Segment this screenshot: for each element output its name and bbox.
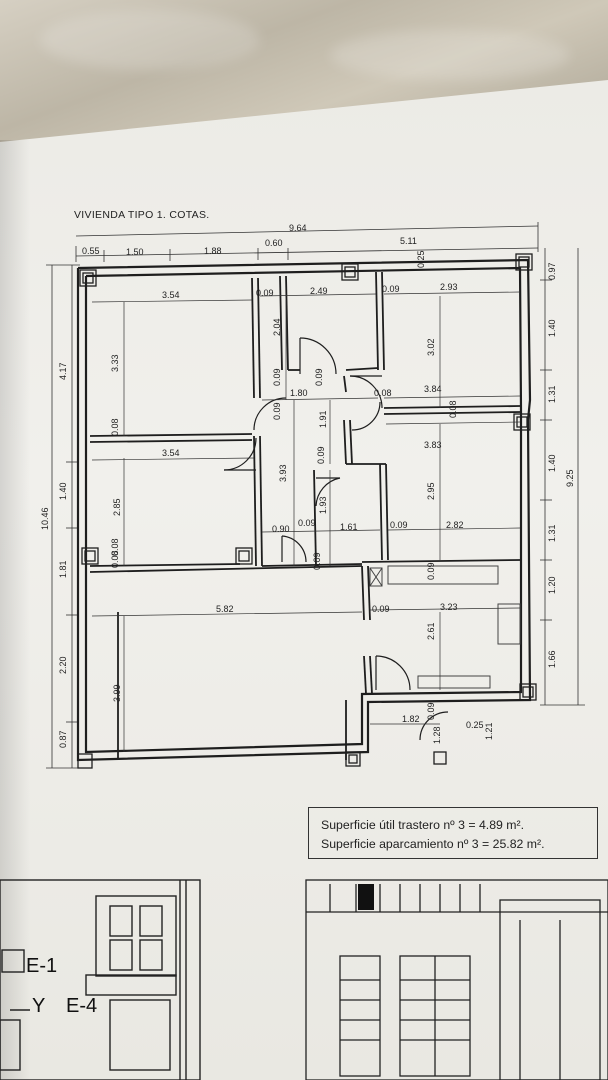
structural-columns xyxy=(77,253,537,769)
note-storage-area: Superficie útil trastero nº 3 = 4.89 m². xyxy=(321,818,525,832)
dim-living-wall: 0.08 xyxy=(110,550,120,568)
dim-misc-128: 1.28 xyxy=(432,726,442,744)
fabric-fold xyxy=(330,30,570,80)
note-parking-area: Superficie aparcamiento nº 3 = 25.82 m². xyxy=(321,837,545,851)
dim-room6b-wall: 0.09 xyxy=(390,520,408,530)
dim-room4-width: 3.54 xyxy=(162,448,180,458)
site-plan-left xyxy=(0,879,201,1080)
dim-living-width: 5.82 xyxy=(216,604,234,614)
dim-room2-width: 2.49 xyxy=(310,286,328,296)
dim-kitchen-width: 3.23 xyxy=(440,602,458,612)
dim-room2-wall: 0.09 xyxy=(382,284,400,294)
dim-hall-width: 1.80 xyxy=(290,388,308,398)
dim-right-5: 1.31 xyxy=(547,524,557,542)
dim-right-inner: 0.25 xyxy=(416,250,426,268)
kitchen-fixtures xyxy=(369,565,521,689)
dim-hall-wall-a: 0.09 xyxy=(272,368,282,386)
door-swings xyxy=(223,337,449,741)
dim-room6b-width: 2.82 xyxy=(446,520,464,530)
surface-notes: Superficie útil trastero nº 3 = 4.89 m².… xyxy=(308,807,598,859)
dim-room2-height: 2.04 xyxy=(272,318,282,336)
dim-top-4: 0.60 xyxy=(265,238,283,248)
dim-left-1: 4.17 xyxy=(58,362,68,380)
site-plan-filled-block xyxy=(358,884,374,910)
left-dimension-lines xyxy=(46,264,80,769)
dim-room6-width: 3.83 xyxy=(424,440,442,450)
dim-room1-height: 3.33 xyxy=(110,354,120,372)
dim-corridor-height: 3.93 xyxy=(278,464,288,482)
right-dimension-lines xyxy=(540,248,585,706)
dim-right-4: 1.40 xyxy=(547,454,557,472)
right-dimension-labels: 0.97 1.40 1.31 1.40 1.31 1.20 1.66 9.25 … xyxy=(416,250,575,668)
label-e4: E-4 xyxy=(66,995,97,1017)
dim-top-1: 0.55 xyxy=(82,246,100,256)
dim-room5-wall: 0.08 xyxy=(448,400,458,418)
dim-living-height: 3.99 xyxy=(112,684,122,702)
dim-bath-height: 1.93 xyxy=(318,496,328,514)
interior-walls xyxy=(89,271,521,760)
dim-kitchen-wall-a: 0.09 xyxy=(426,562,436,580)
dim-left-3: 1.81 xyxy=(58,560,68,578)
dim-right-total: 9.25 xyxy=(565,469,575,487)
floor-plan-paper xyxy=(0,80,608,1080)
plan-title: VIVIENDA TIPO 1. COTAS. xyxy=(74,209,209,221)
dim-room4-wall: 0.08 xyxy=(110,418,120,436)
dim-left-total: 10.46 xyxy=(40,507,50,530)
dim-kitchen-wall-b: 0.09 xyxy=(372,604,390,614)
dim-misc-small: 0.09 xyxy=(272,402,282,420)
dim-room3-height: 3.02 xyxy=(426,338,436,356)
dim-misc-025: 0.25 xyxy=(466,720,484,730)
dim-room5-width: 3.84 xyxy=(424,384,442,394)
dim-total-width: 9.64 xyxy=(289,223,307,233)
fabric-fold xyxy=(40,10,260,70)
dim-corridor-wall: 0.09 xyxy=(316,446,326,464)
dim-right-3: 1.31 xyxy=(547,385,557,403)
dim-left-4: 2.20 xyxy=(58,656,68,674)
dim-top-5: 5.11 xyxy=(400,236,417,246)
dim-right-2: 1.40 xyxy=(547,319,557,337)
dim-bath-wall-c: 0.09 xyxy=(312,552,322,570)
dim-room1-wall: 0.09 xyxy=(256,288,274,298)
site-plan-right xyxy=(305,879,608,1080)
dim-bath-width: 1.61 xyxy=(340,522,358,532)
left-dimension-labels: 4.17 1.40 1.81 2.20 0.87 10.46 xyxy=(40,362,68,748)
dim-hall-wall-b: 0.08 xyxy=(374,388,392,398)
dim-room3-width: 2.93 xyxy=(440,282,458,292)
dim-misc-008: 0.08 xyxy=(110,538,120,556)
dim-room6-height: 2.95 xyxy=(426,482,436,500)
paper-shadow xyxy=(0,140,30,1080)
dim-misc-009b: 0.09 xyxy=(426,702,436,720)
dim-top-2: 1.50 xyxy=(126,247,144,257)
top-dimension-lines xyxy=(75,222,539,262)
dim-room1-width: 3.54 xyxy=(162,290,180,300)
dim-left-5: 0.87 xyxy=(58,730,68,748)
dim-bath-wall-b: 0.09 xyxy=(298,518,316,528)
dim-right-6: 1.20 xyxy=(547,576,557,594)
label-y: Y xyxy=(32,995,45,1017)
exterior-walls xyxy=(76,258,532,762)
dim-top-3: 1.88 xyxy=(204,246,222,256)
room-dimension-lines xyxy=(91,291,521,752)
dim-misc-009c: 0.09 xyxy=(314,368,324,386)
dim-misc-182: 1.82 xyxy=(402,714,420,724)
dim-bath-wall-a: 0.90 xyxy=(272,524,290,534)
dim-right-7: 1.66 xyxy=(547,650,557,668)
dim-right-1: 0.97 xyxy=(547,262,557,280)
dim-room4-height: 2.85 xyxy=(112,498,122,516)
dim-hall-height: 1.91 xyxy=(318,410,328,428)
dim-left-2: 1.40 xyxy=(58,482,68,500)
dim-kitchen-height: 2.61 xyxy=(426,622,436,640)
label-e1: E-1 xyxy=(26,955,57,977)
dim-misc-121: 1.21 xyxy=(484,722,494,740)
room-dimension-labels: 3.54 3.33 0.09 2.49 2.04 0.09 2.93 3.02 … xyxy=(110,282,494,744)
